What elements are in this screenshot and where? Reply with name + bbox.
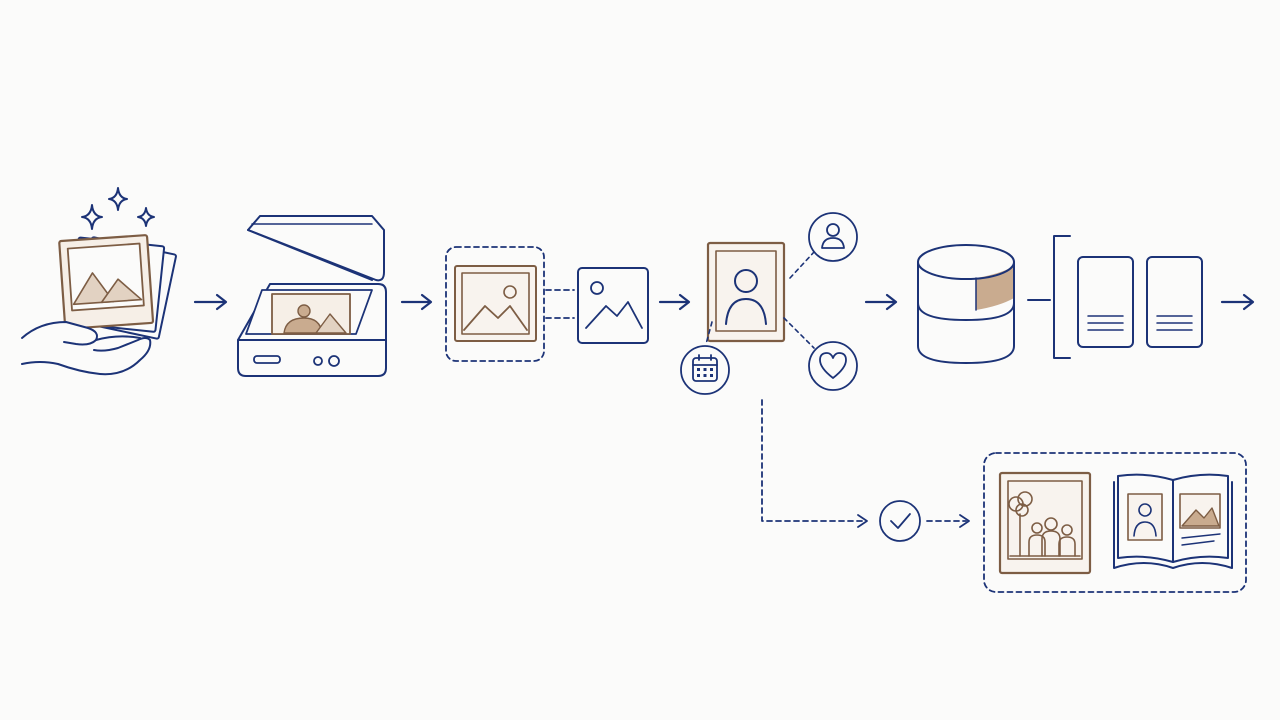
output-group-frame: [983, 452, 1247, 593]
scanner-button-icon: [313, 356, 323, 366]
photo-album-icon: [1113, 473, 1233, 569]
scanner-button-icon: [328, 355, 340, 367]
arrow-icon: [193, 293, 228, 311]
family-photo-icon: [998, 471, 1092, 575]
portrait-photo-icon: [706, 241, 786, 343]
arrow-icon: [400, 293, 433, 311]
document-icon: [1146, 256, 1203, 348]
flow-arrows: [193, 293, 1255, 311]
database-icon: [917, 244, 1015, 364]
sparkle-icon: [108, 187, 128, 211]
scanner-icon: [237, 215, 387, 377]
digital-image-icon: [577, 267, 649, 344]
sparkle-icon: [137, 207, 155, 227]
arrow-icon: [658, 293, 691, 311]
dashed-connectors: [545, 289, 575, 319]
checkmark-icon: [879, 500, 921, 542]
cropped-photo-icon: [445, 246, 545, 362]
photo-stack-icon: [58, 234, 177, 340]
tag-connectors: [705, 251, 815, 349]
heart-icon: [808, 341, 858, 391]
sparkle-icon: [81, 204, 103, 230]
person-tag-icon: [808, 212, 858, 262]
hand-icon: [21, 321, 152, 376]
calendar-icon: [680, 345, 730, 395]
scanner-lid: [247, 215, 385, 282]
crop-selection-frame: [445, 246, 545, 362]
branch-path: [761, 399, 970, 528]
database-highlight: [976, 266, 1014, 310]
document-icon: [1077, 256, 1134, 348]
database-bracket: [1027, 235, 1071, 359]
arrow-icon: [1220, 293, 1255, 311]
arrow-icon: [864, 293, 898, 311]
sparkles-icon-group: [81, 187, 155, 230]
